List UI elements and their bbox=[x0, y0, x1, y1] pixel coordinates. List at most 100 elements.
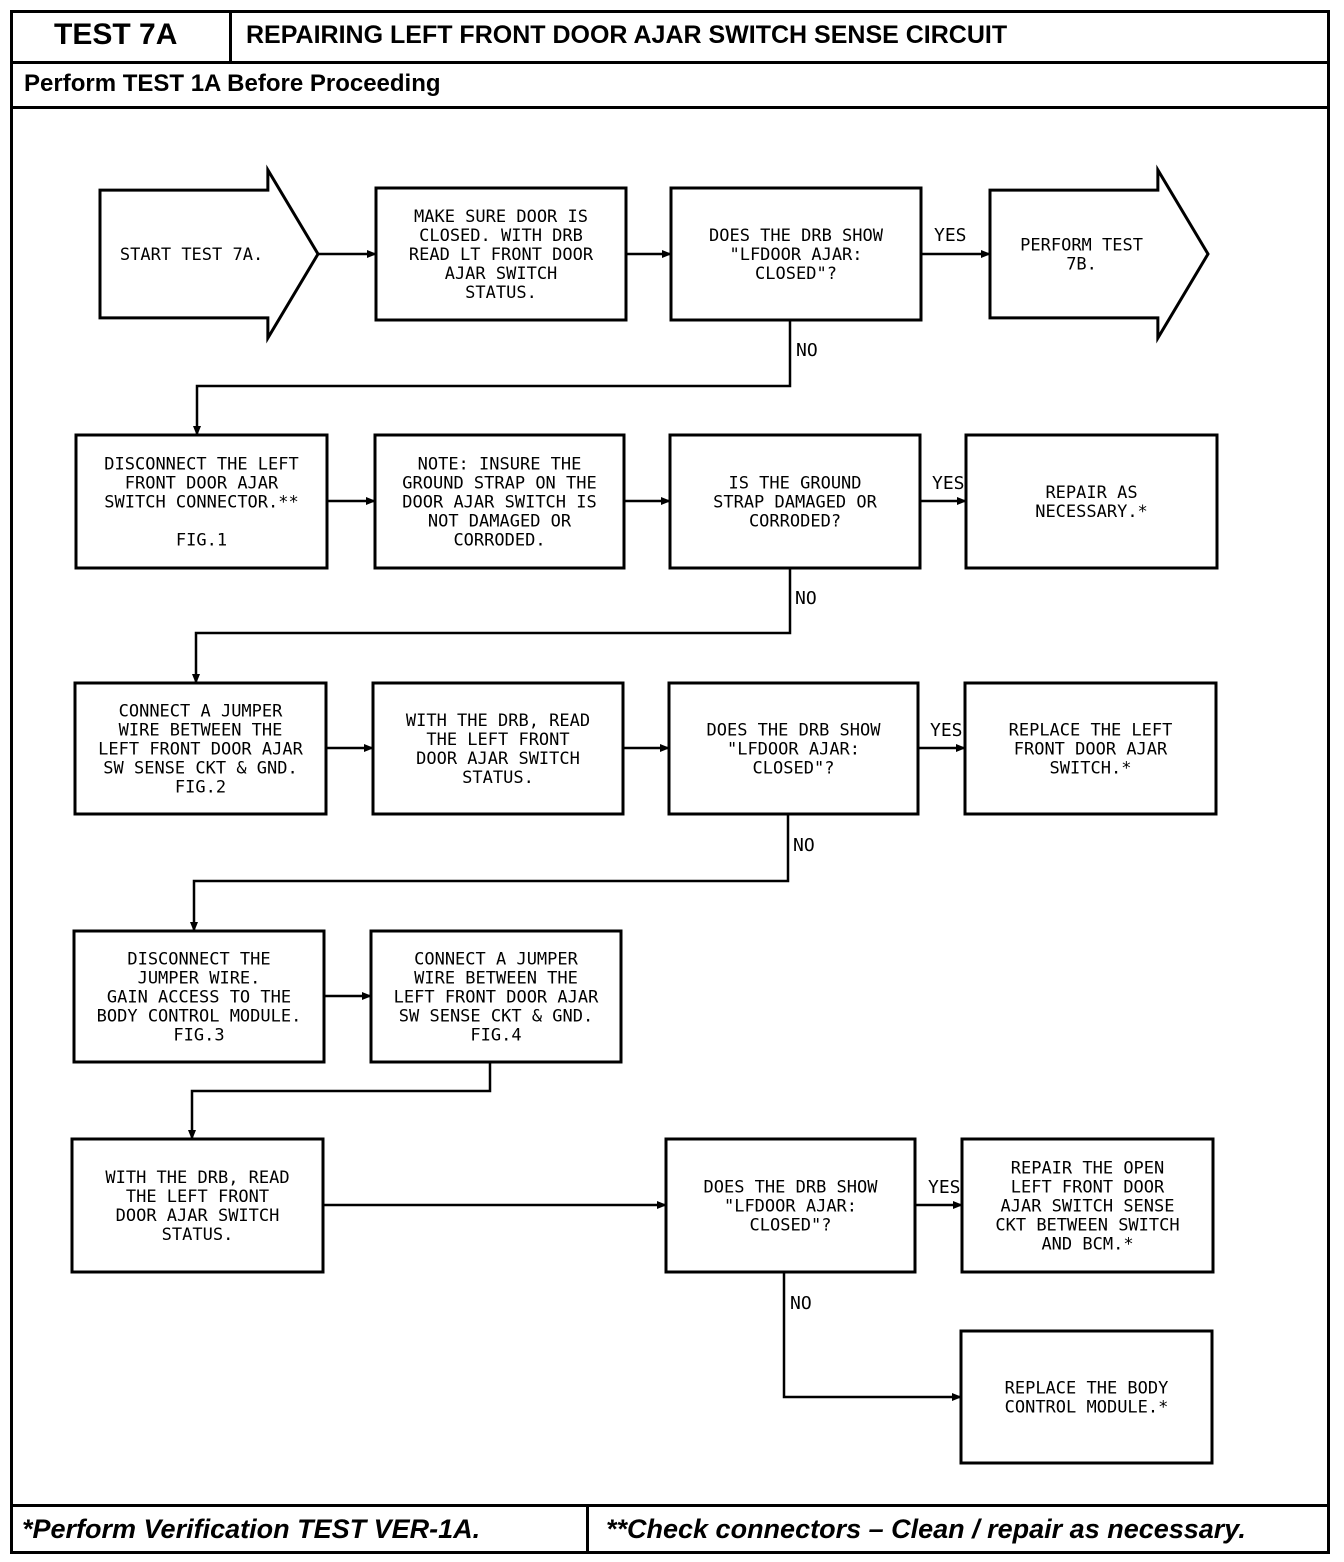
q2-line: IS THE GROUND bbox=[728, 474, 861, 494]
step-disconnect-jumper-line: DISCONNECT THE bbox=[127, 950, 270, 970]
step-read1-line: DOOR AJAR SWITCH bbox=[416, 749, 580, 769]
step-jumper1-line: FIG.2 bbox=[175, 778, 226, 798]
q4-line: DOES THE DRB SHOW bbox=[704, 1178, 879, 1198]
test-id: TEST 7A bbox=[54, 18, 178, 51]
step-read2-line: THE LEFT FRONT bbox=[126, 1187, 269, 1207]
footer-separator bbox=[586, 1504, 589, 1554]
flow-connector bbox=[192, 568, 792, 684]
step-jumper2-line: SW SENSE CKT & GND. bbox=[399, 1007, 593, 1027]
replace-bcm-line: REPLACE THE BODY bbox=[1005, 1379, 1169, 1399]
q1-line: "LFDOOR AJAR: bbox=[729, 245, 862, 265]
repair-as-needed-line: REPAIR AS bbox=[1045, 483, 1137, 503]
step-disconnect-jumper-line: JUMPER WIRE. bbox=[138, 969, 261, 989]
step-disconnect-jumper-line: BODY CONTROL MODULE. bbox=[97, 1007, 302, 1027]
step-jumper2-line: LEFT FRONT DOOR AJAR bbox=[394, 988, 599, 1008]
test-id-cell bbox=[10, 10, 232, 64]
q4-line: "LFDOOR AJAR: bbox=[724, 1197, 857, 1217]
step-note-line: NOT DAMAGED OR bbox=[428, 512, 572, 532]
q2-line: CORRODED? bbox=[749, 512, 841, 532]
step-disconnect-line: FIG.1 bbox=[176, 531, 227, 551]
step-disconnect-line: DISCONNECT THE LEFT bbox=[104, 455, 298, 475]
step-make-sure-line: CLOSED. WITH DRB bbox=[419, 226, 583, 246]
repair-open-line: AJAR SWITCH SENSE bbox=[1001, 1197, 1175, 1217]
replace-switch-line: FRONT DOOR AJAR bbox=[1014, 740, 1168, 760]
q3-line: "LFDOOR AJAR: bbox=[727, 740, 860, 760]
q3-text: DOES THE DRB SHOW"LFDOOR AJAR:CLOSED"? bbox=[707, 721, 882, 779]
start-text: START TEST 7A. bbox=[120, 245, 263, 265]
step-make-sure-line: STATUS. bbox=[465, 283, 537, 303]
replace-switch-line: SWITCH.* bbox=[1050, 759, 1132, 779]
step-read1-line: WITH THE DRB, READ bbox=[406, 711, 590, 731]
step-note-line: NOTE: INSURE THE bbox=[418, 455, 582, 475]
page-title: REPAIRING LEFT FRONT DOOR AJAR SWITCH SE… bbox=[246, 21, 1008, 49]
goto-7b-line: 7B. bbox=[1066, 255, 1097, 275]
step-disconnect-jumper-line: FIG.3 bbox=[173, 1026, 224, 1046]
step-disconnect-jumper-line: GAIN ACCESS TO THE bbox=[107, 988, 291, 1008]
step-jumper1-line: WIRE BETWEEN THE bbox=[119, 721, 283, 741]
step-disconnect-line: SWITCH CONNECTOR.** bbox=[104, 493, 298, 513]
q3-line: CLOSED"? bbox=[753, 759, 835, 779]
yes-label: YES bbox=[928, 1177, 961, 1198]
step-note-line: GROUND STRAP ON THE bbox=[402, 474, 596, 494]
replace-bcm-line: CONTROL MODULE.* bbox=[1005, 1398, 1169, 1418]
flow-connector bbox=[188, 1062, 492, 1140]
no-label: NO bbox=[790, 1293, 812, 1314]
repair-open-line: LEFT FRONT DOOR bbox=[1011, 1178, 1165, 1198]
repair-open-line: CKT BETWEEN SWITCH bbox=[995, 1216, 1179, 1236]
step-jumper2-line: WIRE BETWEEN THE bbox=[414, 969, 578, 989]
start-line: START TEST 7A. bbox=[120, 245, 263, 265]
yes-label: YES bbox=[932, 473, 965, 494]
no-label: NO bbox=[795, 588, 817, 609]
goto-7b-line: PERFORM TEST bbox=[1020, 236, 1143, 256]
step-read2-line: STATUS. bbox=[162, 1225, 234, 1245]
header-divider bbox=[10, 106, 1330, 109]
no-label: NO bbox=[793, 835, 815, 856]
step-make-sure-line: MAKE SURE DOOR IS bbox=[414, 207, 588, 227]
q1-text: DOES THE DRB SHOW"LFDOOR AJAR:CLOSED"? bbox=[709, 226, 884, 284]
q1-line: DOES THE DRB SHOW bbox=[709, 226, 884, 246]
prerequisite-note: Perform TEST 1A Before Proceeding bbox=[24, 70, 441, 97]
step-read1-line: STATUS. bbox=[462, 768, 534, 788]
flow-connector bbox=[193, 320, 792, 436]
title-cell bbox=[229, 10, 1330, 64]
step-note-line: DOOR AJAR SWITCH IS bbox=[402, 493, 596, 513]
footer-connector-note: **Check connectors – Clean / repair as n… bbox=[606, 1514, 1246, 1544]
step-read2-line: DOOR AJAR SWITCH bbox=[116, 1206, 280, 1226]
start-arrow-shape bbox=[98, 164, 320, 344]
step-jumper1-line: SW SENSE CKT & GND. bbox=[103, 759, 297, 779]
step-disconnect-line: FRONT DOOR AJAR bbox=[125, 474, 279, 494]
repair-open-line: REPAIR THE OPEN bbox=[1011, 1159, 1165, 1179]
replace-switch-line: REPLACE THE LEFT bbox=[1009, 721, 1173, 741]
yes-label: YES bbox=[930, 720, 963, 741]
step-jumper2-line: FIG.4 bbox=[470, 1026, 521, 1046]
repair-open-line: AND BCM.* bbox=[1041, 1235, 1133, 1255]
q4-text: DOES THE DRB SHOW"LFDOOR AJAR:CLOSED"? bbox=[704, 1178, 879, 1236]
step-note-line: CORRODED. bbox=[453, 531, 545, 551]
step-read1-line: THE LEFT FRONT bbox=[426, 730, 569, 750]
flow-connector bbox=[190, 814, 790, 932]
step-jumper1-line: LEFT FRONT DOOR AJAR bbox=[98, 740, 303, 760]
footer-divider bbox=[10, 1504, 1330, 1507]
step-jumper2-line: CONNECT A JUMPER bbox=[414, 950, 579, 970]
q3-line: DOES THE DRB SHOW bbox=[707, 721, 882, 741]
no-label: NO bbox=[796, 340, 818, 361]
q2-line: STRAP DAMAGED OR bbox=[713, 493, 878, 513]
repair-as-needed-line: NECESSARY.* bbox=[1035, 502, 1148, 522]
yes-label: YES bbox=[934, 225, 967, 246]
step-make-sure-line: READ LT FRONT DOOR bbox=[409, 245, 594, 265]
footer-verification-note: *Perform Verification TEST VER-1A. bbox=[22, 1514, 481, 1544]
